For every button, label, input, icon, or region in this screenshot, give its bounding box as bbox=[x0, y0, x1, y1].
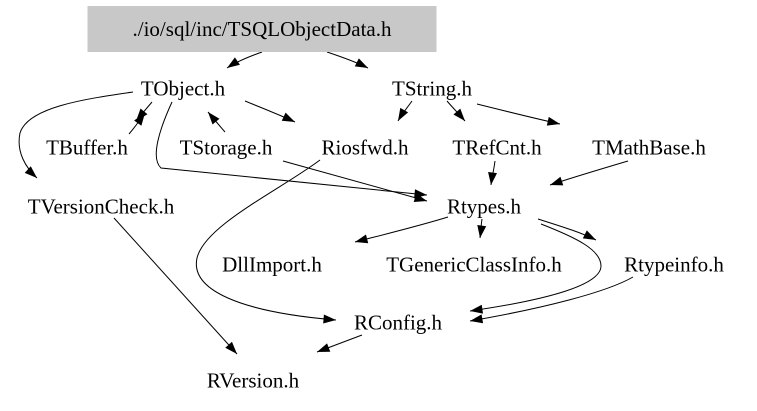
edge-tstring-riosfwd bbox=[397, 100, 413, 122]
node-rtypeinfo[interactable]: Rtypeinfo.h bbox=[624, 252, 724, 277]
node-tstring[interactable]: TString.h bbox=[392, 76, 472, 101]
edge-rconfig-rversion bbox=[316, 334, 363, 353]
node-tmathbase[interactable]: TMathBase.h bbox=[592, 135, 706, 160]
edge-riosfwd-rconfig bbox=[195, 159, 337, 324]
edge-tbuffer-tobject bbox=[128, 112, 146, 135]
edge-rtypes-rtypeinfo bbox=[537, 218, 597, 241]
edge-trefcnt-rtypes bbox=[488, 160, 498, 186]
node-tstorage[interactable]: TStorage.h bbox=[179, 135, 273, 160]
node-tsqlobjectdata: ./io/sql/inc/TSQLObjectData.h bbox=[87, 6, 437, 52]
edge-tstorage-rtypes bbox=[282, 160, 428, 202]
edge-tobject-rtypes bbox=[155, 101, 428, 199]
edge-tobject-tbuffer bbox=[135, 101, 153, 122]
edge-root-tstring bbox=[326, 51, 369, 69]
node-rversion[interactable]: RVersion.h bbox=[206, 368, 300, 393]
node-tobject[interactable]: TObject.h bbox=[140, 76, 226, 101]
node-tgenericclassinfo[interactable]: TGenericClassInfo.h bbox=[386, 252, 562, 277]
edge-tmathbase-rtypes bbox=[549, 160, 629, 186]
node-riosfwd[interactable]: Riosfwd.h bbox=[321, 135, 409, 160]
node-rtypes[interactable]: Rtypes.h bbox=[446, 194, 522, 219]
edge-tstorage-tobject bbox=[207, 111, 226, 133]
edge-rtypes-dllimport bbox=[354, 216, 449, 244]
edge-rtypes-tgenericclassinfo bbox=[477, 218, 487, 239]
node-rconfig[interactable]: RConfig.h bbox=[353, 310, 443, 335]
node-trefcnt[interactable]: TRefCnt.h bbox=[452, 135, 542, 160]
edge-tstring-trefcnt bbox=[446, 100, 466, 122]
node-tbuffer[interactable]: TBuffer.h bbox=[46, 135, 128, 160]
edge-tobject-tversioncheck bbox=[18, 91, 134, 179]
edge-rtypeinfo-rconfig bbox=[469, 276, 634, 324]
node-dllimport[interactable]: DllImport.h bbox=[222, 252, 322, 277]
edge-tstring-tmathbase bbox=[476, 103, 561, 126]
edge-root-tobject bbox=[226, 51, 263, 69]
edge-tobject-riosfwd bbox=[244, 100, 296, 123]
edge-tversioncheck-rversion bbox=[113, 217, 238, 355]
node-tversioncheck[interactable]: TVersionCheck.h bbox=[27, 194, 175, 219]
edge-rtypes-rconfig bbox=[469, 223, 602, 314]
